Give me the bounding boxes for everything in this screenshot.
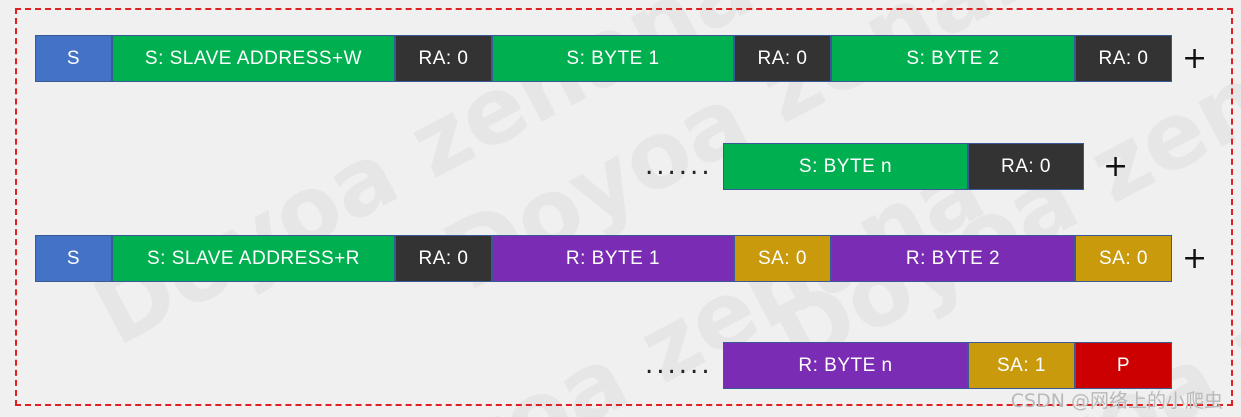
field-sender-ack-1: SA: 0 <box>734 235 831 282</box>
field-read-byte-n: R: BYTE n <box>723 342 968 389</box>
field-receiver-ack-2: RA: 0 <box>734 35 831 82</box>
concatenation-plus-sign: + <box>1103 149 1129 184</box>
field-slave-address-read: S: SLAVE ADDRESS+R <box>112 235 395 282</box>
field-receiver-ack-4: RA: 0 <box>395 235 492 282</box>
concatenation-plus-sign: + <box>1182 41 1208 76</box>
field-stop-condition: P <box>1075 342 1172 389</box>
concatenation-plus-sign: + <box>1182 241 1208 276</box>
field-receiver-ack-3: RA: 0 <box>1075 35 1172 82</box>
field-write-byte-1: S: BYTE 1 <box>492 35 734 82</box>
ellipsis-marker: ...... <box>645 350 713 380</box>
field-receiver-ack-n: RA: 0 <box>968 143 1084 190</box>
field-receiver-ack-1: RA: 0 <box>395 35 492 82</box>
field-sender-nack: SA: 1 <box>968 342 1075 389</box>
csdn-watermark: CSDN @网络上的小爬虫 <box>1010 390 1223 412</box>
field-write-byte-2: S: BYTE 2 <box>831 35 1075 82</box>
field-start-condition-read: S <box>35 235 112 282</box>
field-write-byte-n: S: BYTE n <box>723 143 968 190</box>
field-read-byte-2: R: BYTE 2 <box>831 235 1075 282</box>
field-read-byte-1: R: BYTE 1 <box>492 235 734 282</box>
ellipsis-marker: ...... <box>645 151 713 181</box>
field-start-condition: S <box>35 35 112 82</box>
field-sender-ack-2: SA: 0 <box>1075 235 1172 282</box>
field-slave-address-write: S: SLAVE ADDRESS+W <box>112 35 395 82</box>
